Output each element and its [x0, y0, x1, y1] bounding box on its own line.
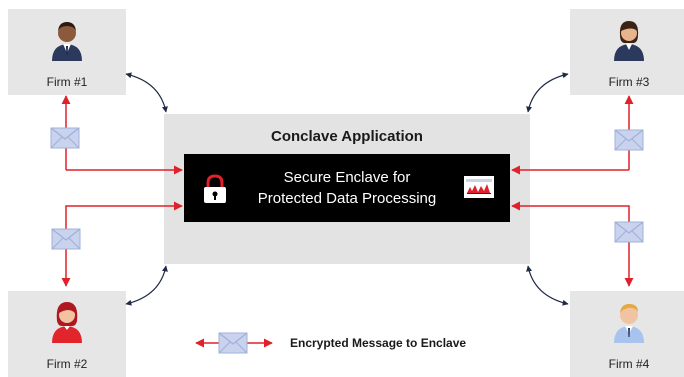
firm-4-box: Firm #4 — [570, 291, 684, 377]
firm-3-box: Firm #3 — [570, 9, 684, 95]
curve-firm2-app — [125, 265, 168, 306]
curve-firm1-app — [125, 72, 168, 113]
lock-icon — [204, 174, 226, 203]
curve-firm4-app — [526, 265, 569, 306]
firm-1-label: Firm #1 — [46, 75, 88, 89]
firm-2-label: Firm #2 — [46, 357, 88, 371]
businesswoman-avatar-icon — [614, 21, 644, 61]
secure-enclave-text: Secure Enclave for Protected Data Proces… — [234, 167, 460, 209]
man-avatar-icon — [614, 304, 644, 343]
firm-2-box: Firm #2 — [8, 291, 126, 377]
firm-4-label: Firm #4 — [608, 357, 650, 371]
arrow-enclave-to-firm4 — [511, 201, 634, 287]
firm-1-box: Firm #1 — [8, 9, 126, 95]
secure-enclave-box: Secure Enclave for Protected Data Proces… — [184, 154, 510, 222]
legend-label: Encrypted Message to Enclave — [290, 336, 467, 350]
envelope-icon-firm3 — [614, 129, 644, 151]
firm-3-label: Firm #3 — [608, 75, 650, 89]
woman-avatar-icon — [52, 302, 82, 343]
envelope-icon-firm2 — [51, 228, 81, 250]
enclave-line-1: Secure Enclave for — [283, 169, 411, 186]
legend-envelope-icon — [218, 332, 248, 354]
enclave-line-2: Protected Data Processing — [257, 190, 437, 207]
curve-firm3-app — [526, 72, 569, 113]
businessman-avatar-icon — [52, 22, 82, 61]
conclave-application-title: Conclave Application — [271, 128, 423, 145]
envelope-icon-firm4 — [614, 221, 644, 243]
arrow-enclave-to-firm2 — [61, 201, 183, 287]
data-monitor-icon — [464, 176, 494, 198]
envelope-icon-firm1 — [50, 127, 80, 149]
